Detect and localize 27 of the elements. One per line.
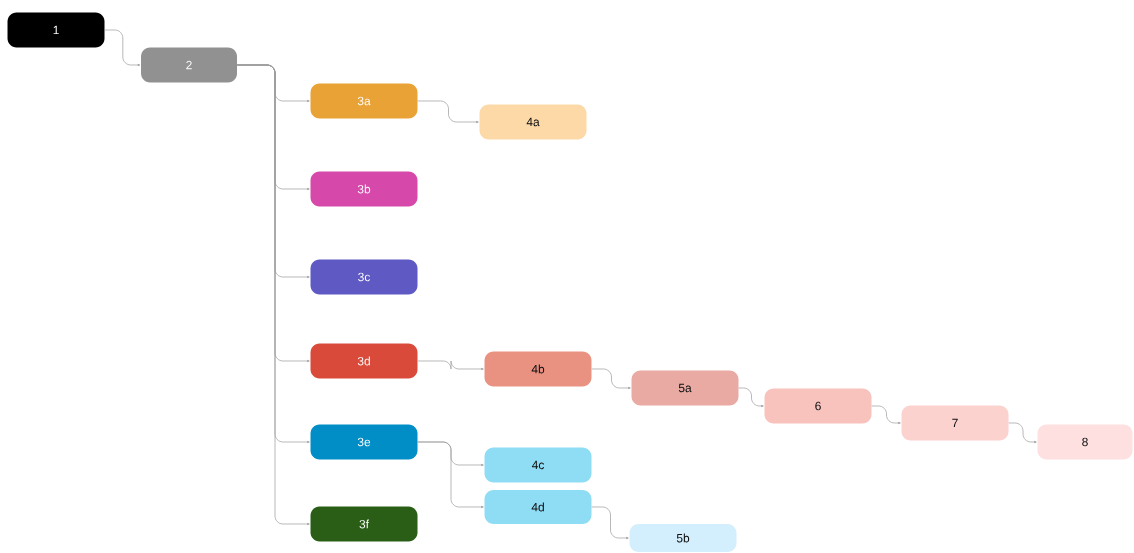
rounded-box: 4b bbox=[484, 351, 592, 387]
connector-arrow bbox=[871, 405, 901, 425]
connector-arrow bbox=[738, 387, 764, 408]
connector-arrow bbox=[236, 64, 310, 526]
rounded-box: 7 bbox=[901, 405, 1009, 441]
connector-arrow bbox=[591, 368, 631, 390]
connector-arrow bbox=[417, 441, 484, 509]
rounded-box: 4c bbox=[484, 447, 592, 483]
rounded-box: 8 bbox=[1037, 424, 1133, 460]
rounded-box: 3f bbox=[310, 506, 418, 542]
rounded-box: 3e bbox=[310, 424, 418, 460]
rounded-box: 1 bbox=[7, 12, 105, 48]
rounded-box: 3d bbox=[310, 343, 418, 379]
rounded-box: 2 bbox=[141, 47, 237, 83]
rounded-box: 6 bbox=[764, 388, 872, 424]
rounded-box: 5a bbox=[631, 370, 739, 406]
connector-arrow bbox=[417, 360, 484, 371]
rounded-box: 5b bbox=[629, 524, 737, 552]
rounded-box: 3c bbox=[310, 259, 418, 295]
rounded-box: 4a bbox=[479, 104, 587, 140]
rounded-box: 4d bbox=[484, 490, 592, 524]
rounded-box: 3a bbox=[310, 83, 418, 119]
connector-arrow bbox=[104, 29, 141, 67]
connector-arrow bbox=[1008, 422, 1037, 444]
connector-arrow bbox=[417, 100, 479, 124]
connector-arrow bbox=[591, 506, 629, 540]
rounded-box: 3b bbox=[310, 171, 418, 207]
